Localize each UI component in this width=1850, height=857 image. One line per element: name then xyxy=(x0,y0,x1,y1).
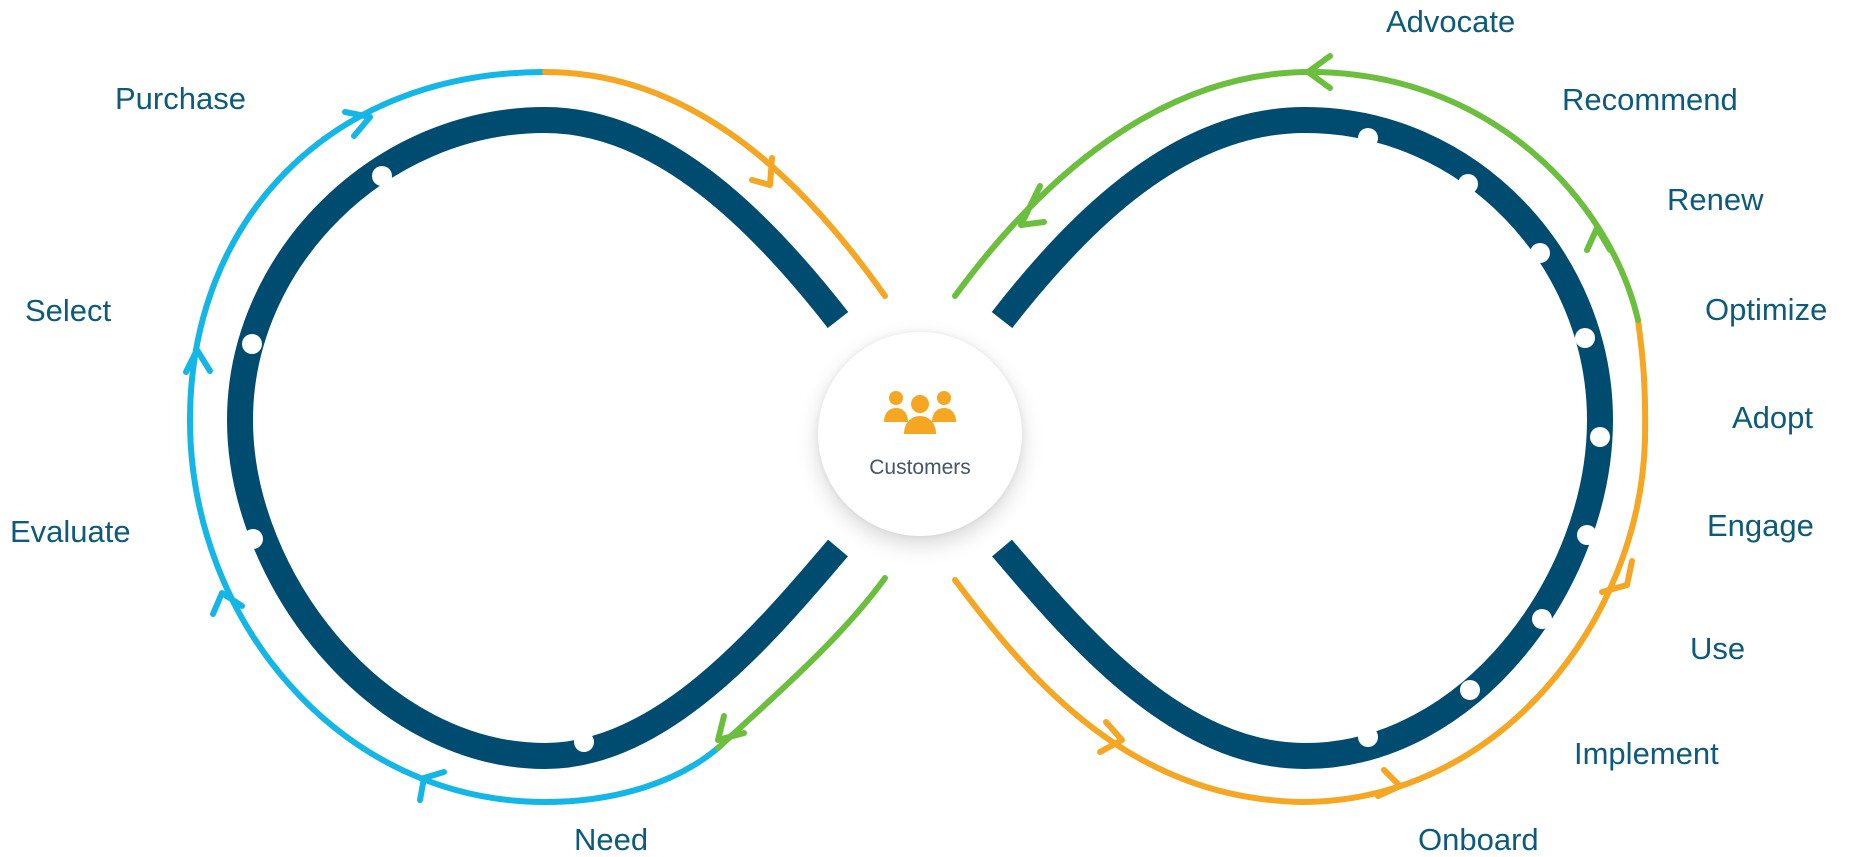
stage-dots xyxy=(242,128,1610,752)
arc-acquire xyxy=(186,69,721,806)
track-right-loop xyxy=(991,106,1614,770)
arrow-renew xyxy=(1584,225,1613,253)
arrow-use xyxy=(1599,558,1635,595)
people-group-icon xyxy=(884,391,956,434)
stage-label-adopt: Adopt xyxy=(1732,400,1814,435)
arc-onboard-to-optimize xyxy=(952,317,1649,806)
arrow-onboard xyxy=(1097,719,1125,755)
stage-label-select: Select xyxy=(25,293,112,328)
dot-select xyxy=(242,334,262,354)
dot-renew xyxy=(1530,243,1550,263)
stage-label-advocate: Advocate xyxy=(1386,4,1516,39)
dot-adopt xyxy=(1590,427,1610,447)
track-left-loop xyxy=(226,106,849,770)
arrow-need xyxy=(417,769,447,803)
stage-label-onboard: Onboard xyxy=(1418,822,1539,857)
customers-label: Customers xyxy=(869,456,971,479)
stage-label-use: Use xyxy=(1690,631,1746,666)
arrow-right-to-center xyxy=(1018,183,1047,228)
dot-evaluate xyxy=(243,529,263,549)
stage-label-implement: Implement xyxy=(1574,736,1719,771)
arc-center-to-need xyxy=(715,575,888,751)
arrow-to-center xyxy=(749,155,775,188)
arrow-to-need xyxy=(715,713,747,743)
dot-need xyxy=(574,732,594,752)
arc-purchase-to-center xyxy=(542,69,888,299)
dot-purchase xyxy=(372,166,392,186)
dot-engage xyxy=(1577,525,1597,545)
stage-label-renew: Renew xyxy=(1667,182,1764,217)
arrow-evaluate xyxy=(210,590,245,617)
direction-arrows xyxy=(183,53,1635,803)
stage-label-optimize: Optimize xyxy=(1705,292,1828,327)
arrow-purchase xyxy=(342,109,373,139)
arrow-select xyxy=(183,347,213,375)
dot-advocate xyxy=(1358,128,1378,148)
stage-label-recommend: Recommend xyxy=(1562,82,1738,117)
dot-use xyxy=(1532,609,1552,629)
arrow-advocate xyxy=(1305,53,1333,91)
arrow-implement xyxy=(1375,767,1403,799)
dot-optimize xyxy=(1575,328,1595,348)
stage-label-need: Need xyxy=(574,822,649,857)
dot-onboard xyxy=(1358,727,1378,747)
stage-label-evaluate: Evaluate xyxy=(10,514,131,549)
customers-hub: Customers xyxy=(818,332,1022,536)
dot-implement xyxy=(1460,680,1480,700)
dot-recommend xyxy=(1458,174,1478,194)
stage-label-purchase: Purchase xyxy=(115,81,246,116)
infinity-track xyxy=(226,106,1614,770)
stage-label-engage: Engage xyxy=(1707,508,1814,543)
